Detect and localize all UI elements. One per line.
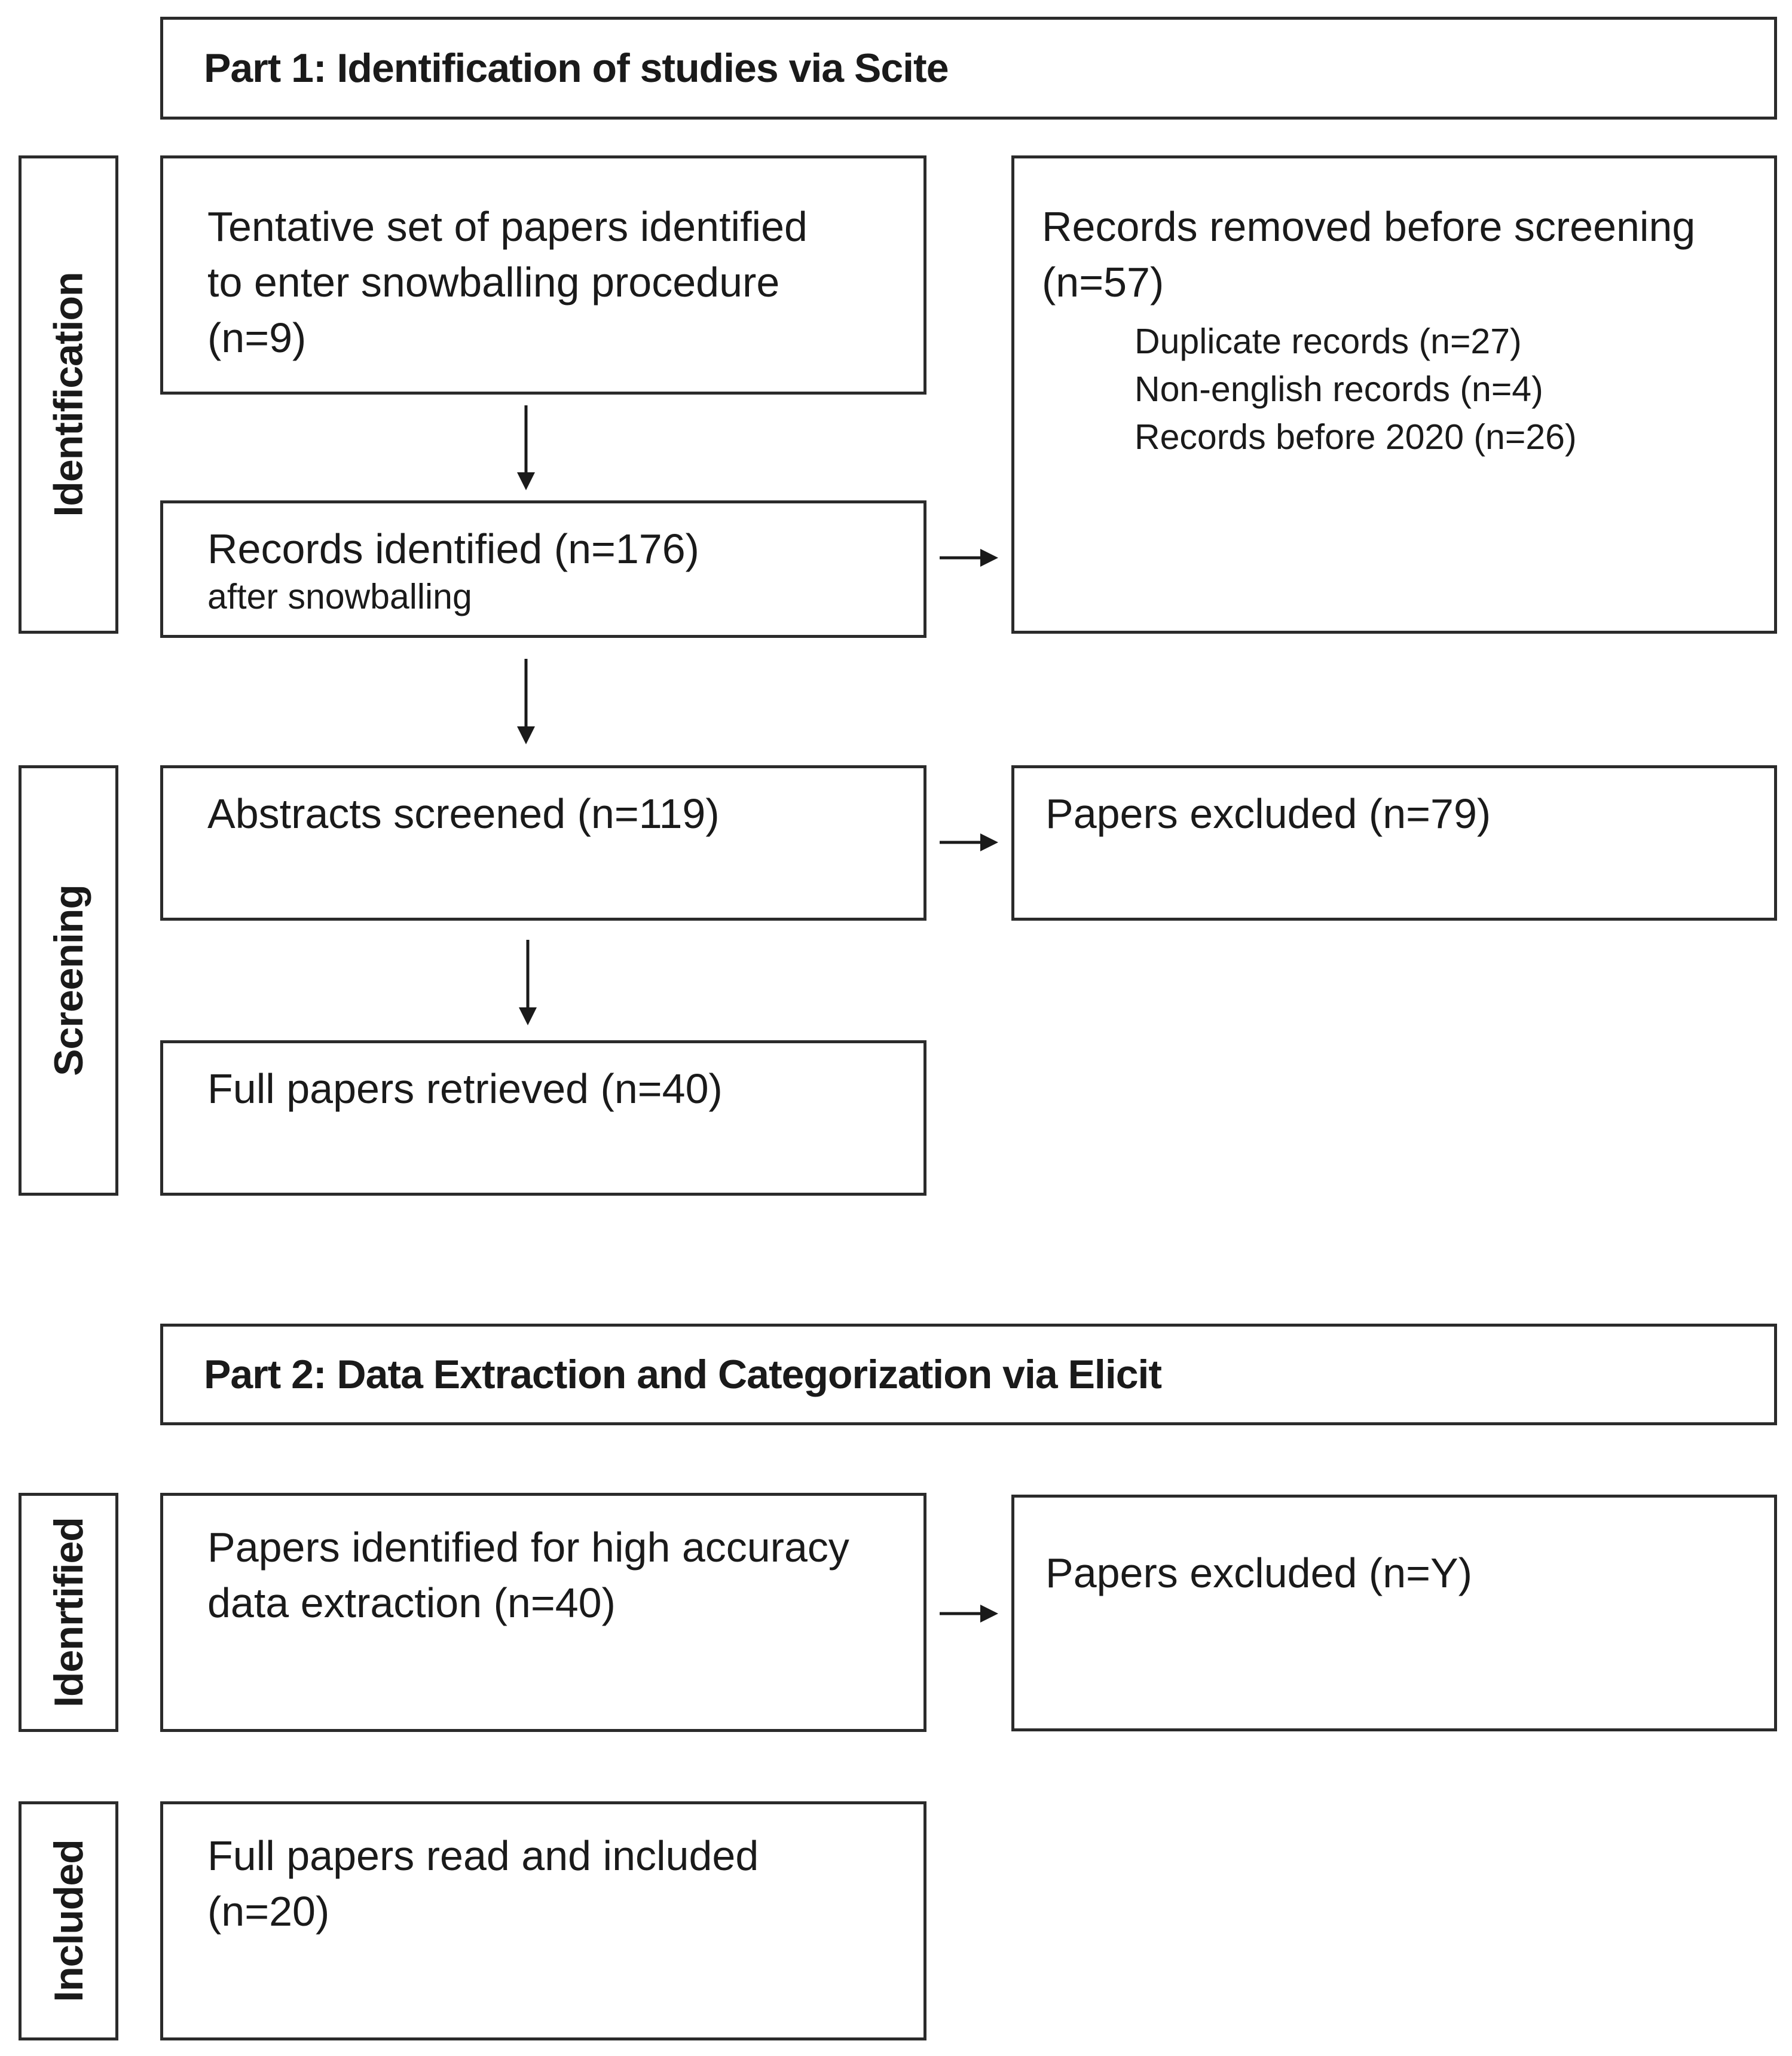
side-label-screening-box: Screening xyxy=(19,765,118,1196)
tentative-line1: Tentative set of papers identified xyxy=(207,203,808,250)
part2-title: Part 2: Data Extraction and Categorizati… xyxy=(204,1352,1162,1397)
included-line1: Full papers read and included xyxy=(207,1832,759,1879)
removed-reasons-list: Duplicate records (n=27) Non-english rec… xyxy=(1134,317,1750,461)
side-label-identification-box: Identification xyxy=(19,155,118,634)
abstracts-screened-box: Abstracts screened (n=119) xyxy=(160,765,926,921)
side-label-identified-box: Idenrtified xyxy=(19,1493,118,1732)
tentative-line2: to enter snowballing procedure xyxy=(207,259,780,306)
papers-excluded-box: Papers excluded (n=79) xyxy=(1011,765,1777,921)
papers-excluded-text: Papers excluded (n=79) xyxy=(1045,790,1491,837)
part1-title: Part 1: Identification of studies via Sc… xyxy=(204,45,949,91)
part2-header: Part 2: Data Extraction and Categorizati… xyxy=(160,1324,1777,1425)
side-label-included-box: Included xyxy=(19,1801,118,2040)
part1-header: Part 1: Identification of studies via Sc… xyxy=(160,17,1777,120)
removed-line1: Records removed before screening xyxy=(1042,203,1696,250)
papers-excluded-y-box: Papers excluded (n=Y) xyxy=(1011,1495,1777,1731)
abstracts-screened-text: Abstracts screened (n=119) xyxy=(207,790,720,837)
full-papers-retrieved-text: Full papers retrieved (n=40) xyxy=(207,1065,723,1112)
high-accuracy-box: Papers identified for high accuracy data… xyxy=(160,1493,926,1732)
included-line2: (n=20) xyxy=(207,1888,330,1935)
high-accuracy-line2: data extraction (n=40) xyxy=(207,1580,616,1626)
records-identified-sub: after snowballing xyxy=(207,577,472,616)
full-papers-retrieved-box: Full papers retrieved (n=40) xyxy=(160,1040,926,1196)
records-identified-box: Records identified (n=176) after snowbal… xyxy=(160,500,926,638)
full-papers-included-box: Full papers read and included (n=20) xyxy=(160,1801,926,2040)
removed-reason-non-english: Non-english records (n=4) xyxy=(1134,369,1543,409)
tentative-papers-box: Tentative set of papers identified to en… xyxy=(160,155,926,395)
removed-reason-before-2020: Records before 2020 (n=26) xyxy=(1134,417,1577,457)
papers-excluded-y-text: Papers excluded (n=Y) xyxy=(1045,1550,1473,1596)
records-removed-box: Records removed before screening (n=57) … xyxy=(1011,155,1777,634)
removed-line2: (n=57) xyxy=(1042,259,1164,306)
tentative-line3: (n=9) xyxy=(207,314,307,361)
high-accuracy-line1: Papers identified for high accuracy xyxy=(207,1524,849,1571)
removed-reason-duplicate: Duplicate records (n=27) xyxy=(1134,322,1522,361)
records-identified-main: Records identified (n=176) xyxy=(207,526,699,572)
